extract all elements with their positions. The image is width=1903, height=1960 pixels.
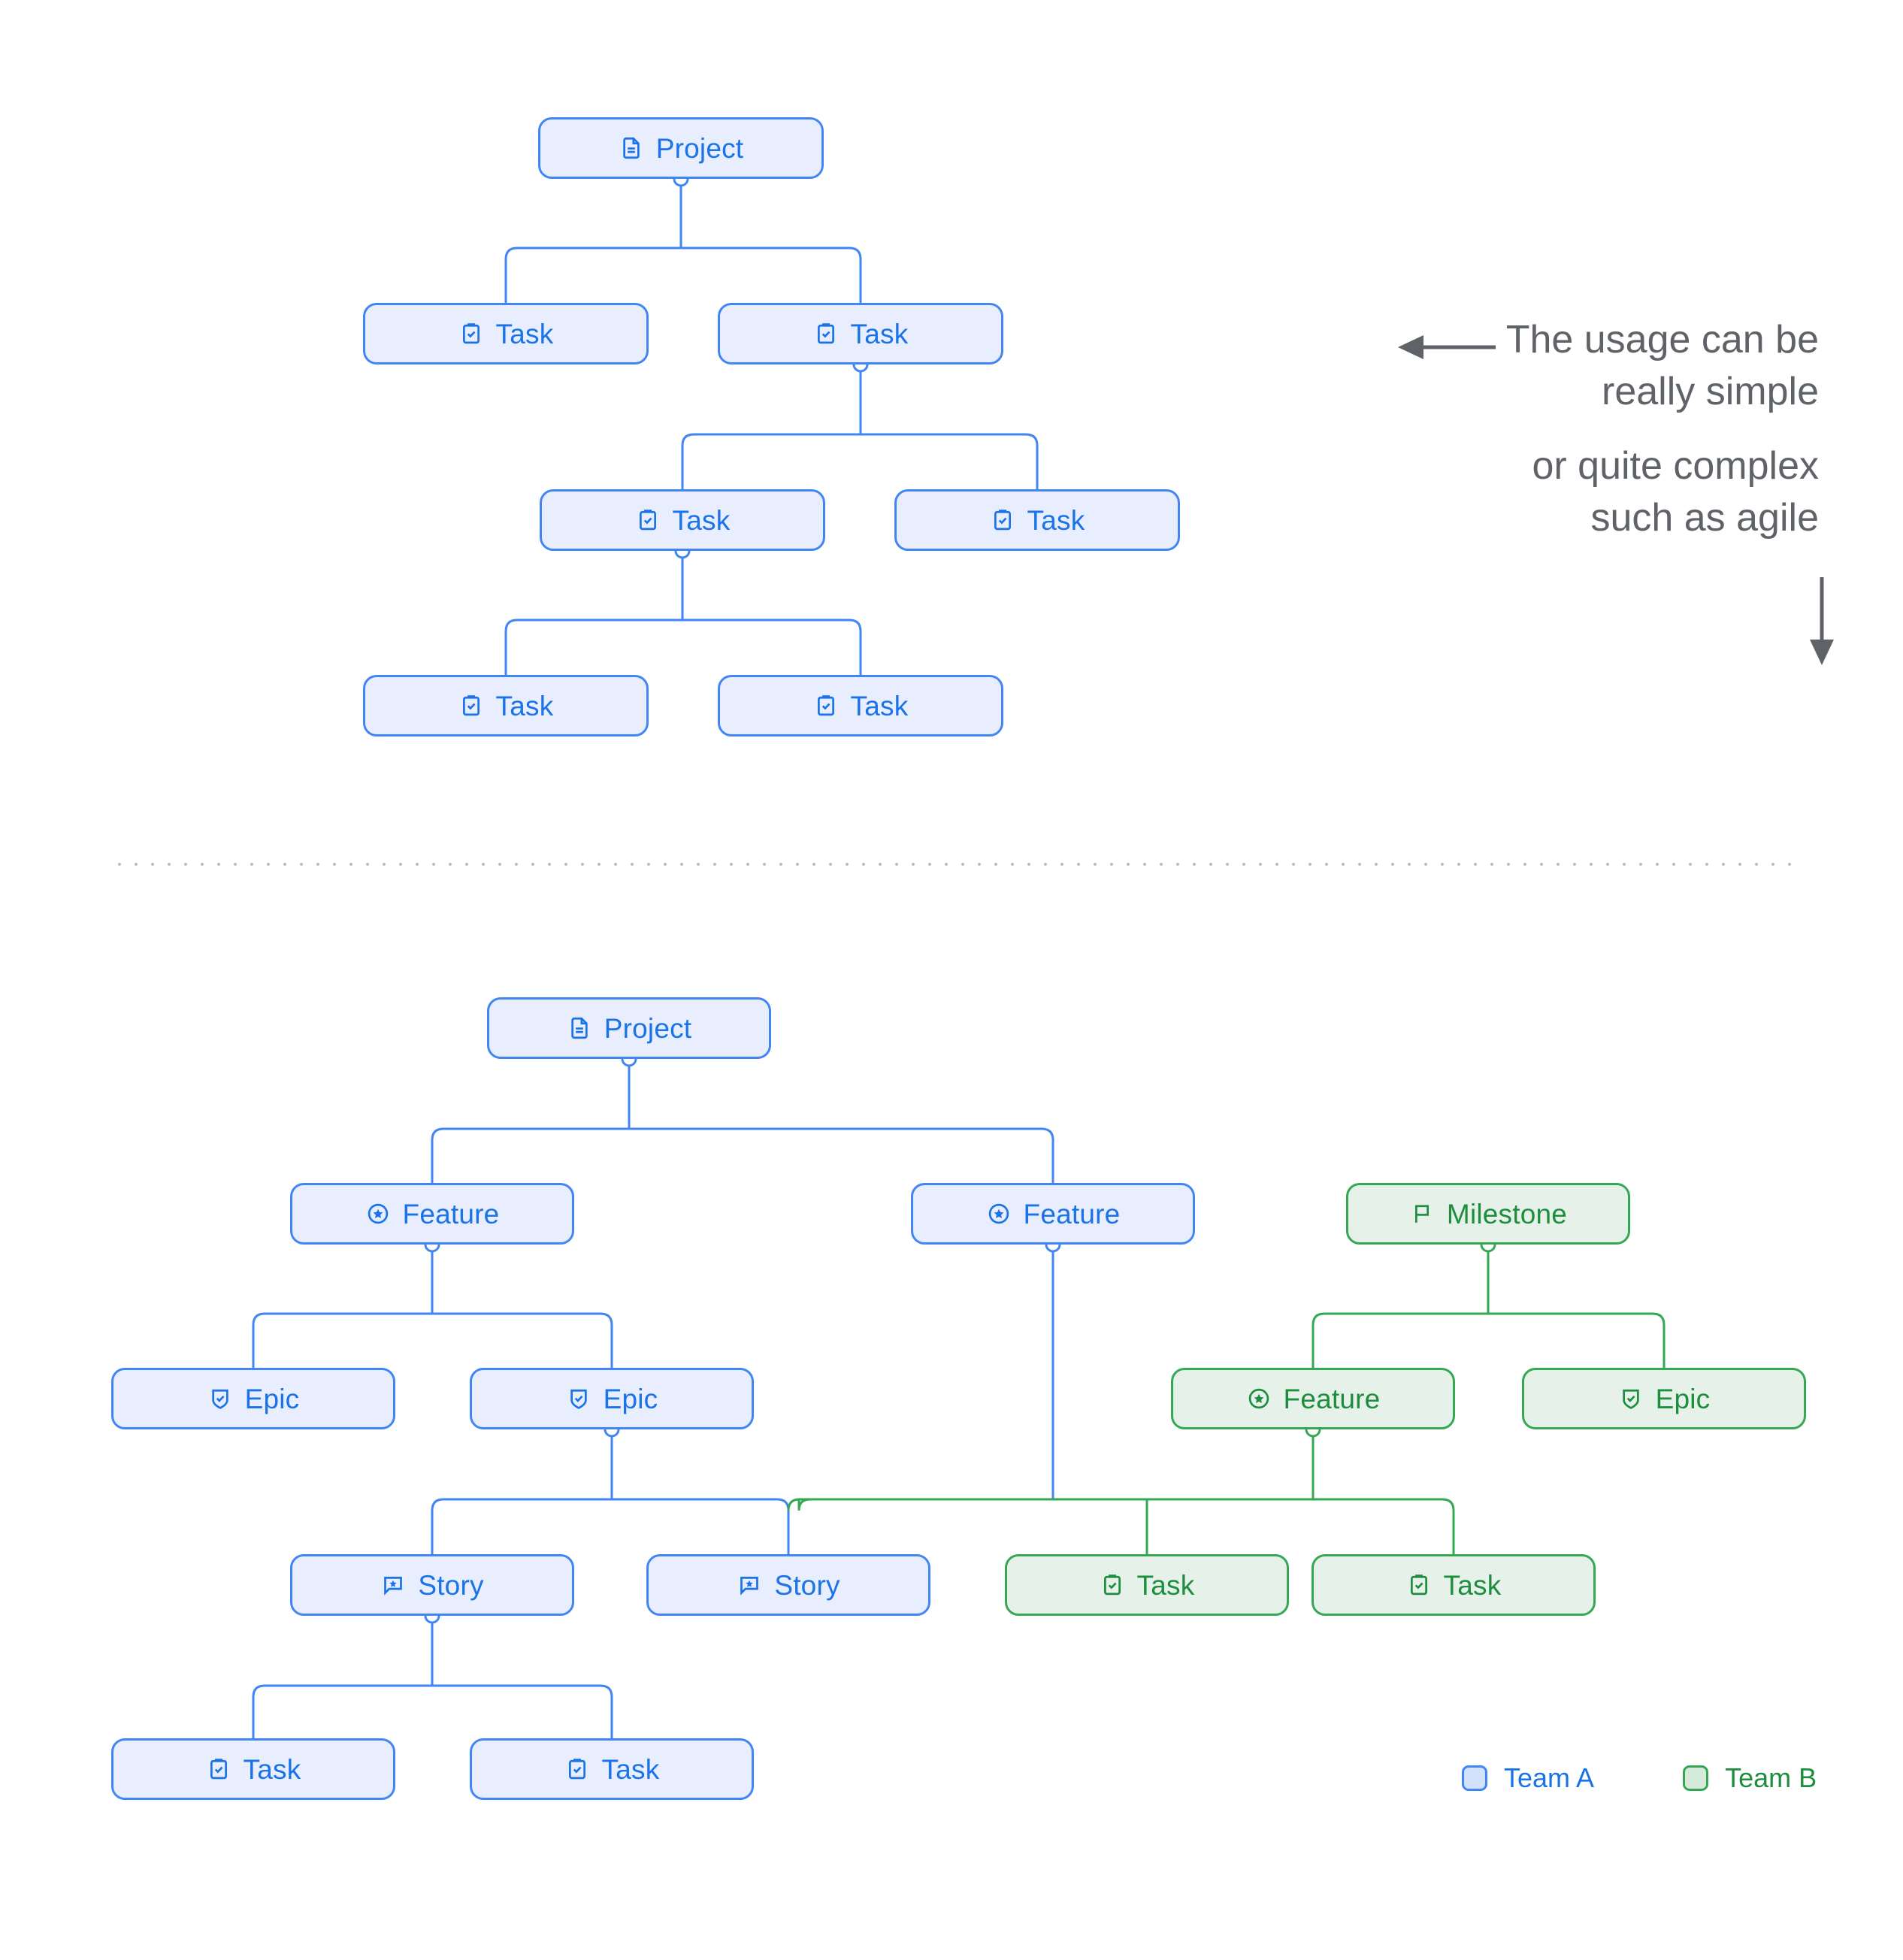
clipboard-check-icon (635, 507, 661, 533)
node-label: Task (601, 1753, 660, 1785)
node-milestone[interactable]: Milestone (1346, 1183, 1630, 1245)
node-label: Task (850, 318, 909, 349)
node-label: Task (850, 690, 909, 721)
node-label: Task (495, 690, 554, 721)
node-label: Task (1136, 1569, 1195, 1601)
node-label: Story (418, 1569, 484, 1601)
node-label: Feature (1023, 1198, 1121, 1230)
node-label: Task (495, 318, 554, 349)
node-label: Epic (1655, 1383, 1711, 1414)
node-label: Project (655, 132, 744, 164)
legend-item-team-b[interactable]: Team B (1683, 1762, 1817, 1794)
node-label: Feature (402, 1198, 500, 1230)
annotation-line-4: such as agile (1590, 496, 1819, 540)
node-task[interactable]: Task (470, 1738, 754, 1800)
node-label: Task (1443, 1569, 1502, 1601)
node-label: Task (1027, 504, 1085, 536)
document-icon (619, 135, 644, 161)
shield-check-icon (207, 1386, 233, 1411)
node-label: Epic (244, 1383, 300, 1414)
legend: Team A Team B (1462, 1762, 1817, 1794)
square-swatch-icon (1683, 1765, 1709, 1791)
annotation-line-3: or quite complex (1532, 444, 1819, 488)
node-label: Project (604, 1012, 692, 1044)
square-swatch-icon (1462, 1765, 1487, 1791)
node-task[interactable]: Task (894, 489, 1180, 551)
flag-icon (1409, 1201, 1435, 1227)
node-epic[interactable]: Epic (1522, 1368, 1806, 1429)
clipboard-check-icon (1100, 1572, 1125, 1598)
node-story[interactable]: Story (290, 1554, 574, 1616)
star-circle-icon (986, 1201, 1012, 1227)
node-epic[interactable]: Epic (470, 1368, 754, 1429)
annotation-note: The usage can be really simple or quite … (1338, 314, 1819, 545)
clipboard-check-icon (458, 321, 484, 346)
node-story[interactable]: Story (646, 1554, 930, 1616)
node-project[interactable]: Project (538, 117, 824, 179)
clipboard-check-icon (813, 693, 839, 718)
clipboard-check-icon (564, 1756, 590, 1782)
star-circle-icon (1246, 1386, 1272, 1411)
node-feature[interactable]: Feature (1171, 1368, 1455, 1429)
clipboard-check-icon (990, 507, 1015, 533)
node-feature[interactable]: Feature (290, 1183, 574, 1245)
comment-star-icon (380, 1572, 406, 1598)
star-circle-icon (365, 1201, 391, 1227)
node-feature[interactable]: Feature (911, 1183, 1195, 1245)
node-task[interactable]: Task (1005, 1554, 1289, 1616)
shield-check-icon (566, 1386, 591, 1411)
node-label: Story (774, 1569, 840, 1601)
document-icon (567, 1015, 592, 1041)
clipboard-check-icon (813, 321, 839, 346)
node-label: Milestone (1446, 1198, 1568, 1230)
node-task[interactable]: Task (363, 303, 649, 364)
node-label: Feature (1283, 1383, 1381, 1414)
legend-label: Team B (1725, 1762, 1817, 1793)
shield-check-icon (1618, 1386, 1644, 1411)
legend-label: Team A (1504, 1762, 1595, 1793)
node-task[interactable]: Task (363, 675, 649, 737)
node-project[interactable]: Project (487, 997, 771, 1059)
legend-item-team-a[interactable]: Team A (1462, 1762, 1594, 1794)
comment-star-icon (737, 1572, 762, 1598)
section-divider (111, 863, 1795, 866)
node-task[interactable]: Task (718, 303, 1003, 364)
node-label: Epic (603, 1383, 658, 1414)
node-task[interactable]: Task (540, 489, 825, 551)
node-task[interactable]: Task (111, 1738, 395, 1800)
node-label: Task (243, 1753, 301, 1785)
node-task[interactable]: Task (1312, 1554, 1596, 1616)
annotation-line-1: The usage can be (1505, 318, 1819, 361)
node-task[interactable]: Task (718, 675, 1003, 737)
node-epic[interactable]: Epic (111, 1368, 395, 1429)
clipboard-check-icon (206, 1756, 231, 1782)
node-label: Task (672, 504, 731, 536)
clipboard-check-icon (1406, 1572, 1432, 1598)
clipboard-check-icon (458, 693, 484, 718)
annotation-line-2: really simple (1602, 370, 1819, 414)
